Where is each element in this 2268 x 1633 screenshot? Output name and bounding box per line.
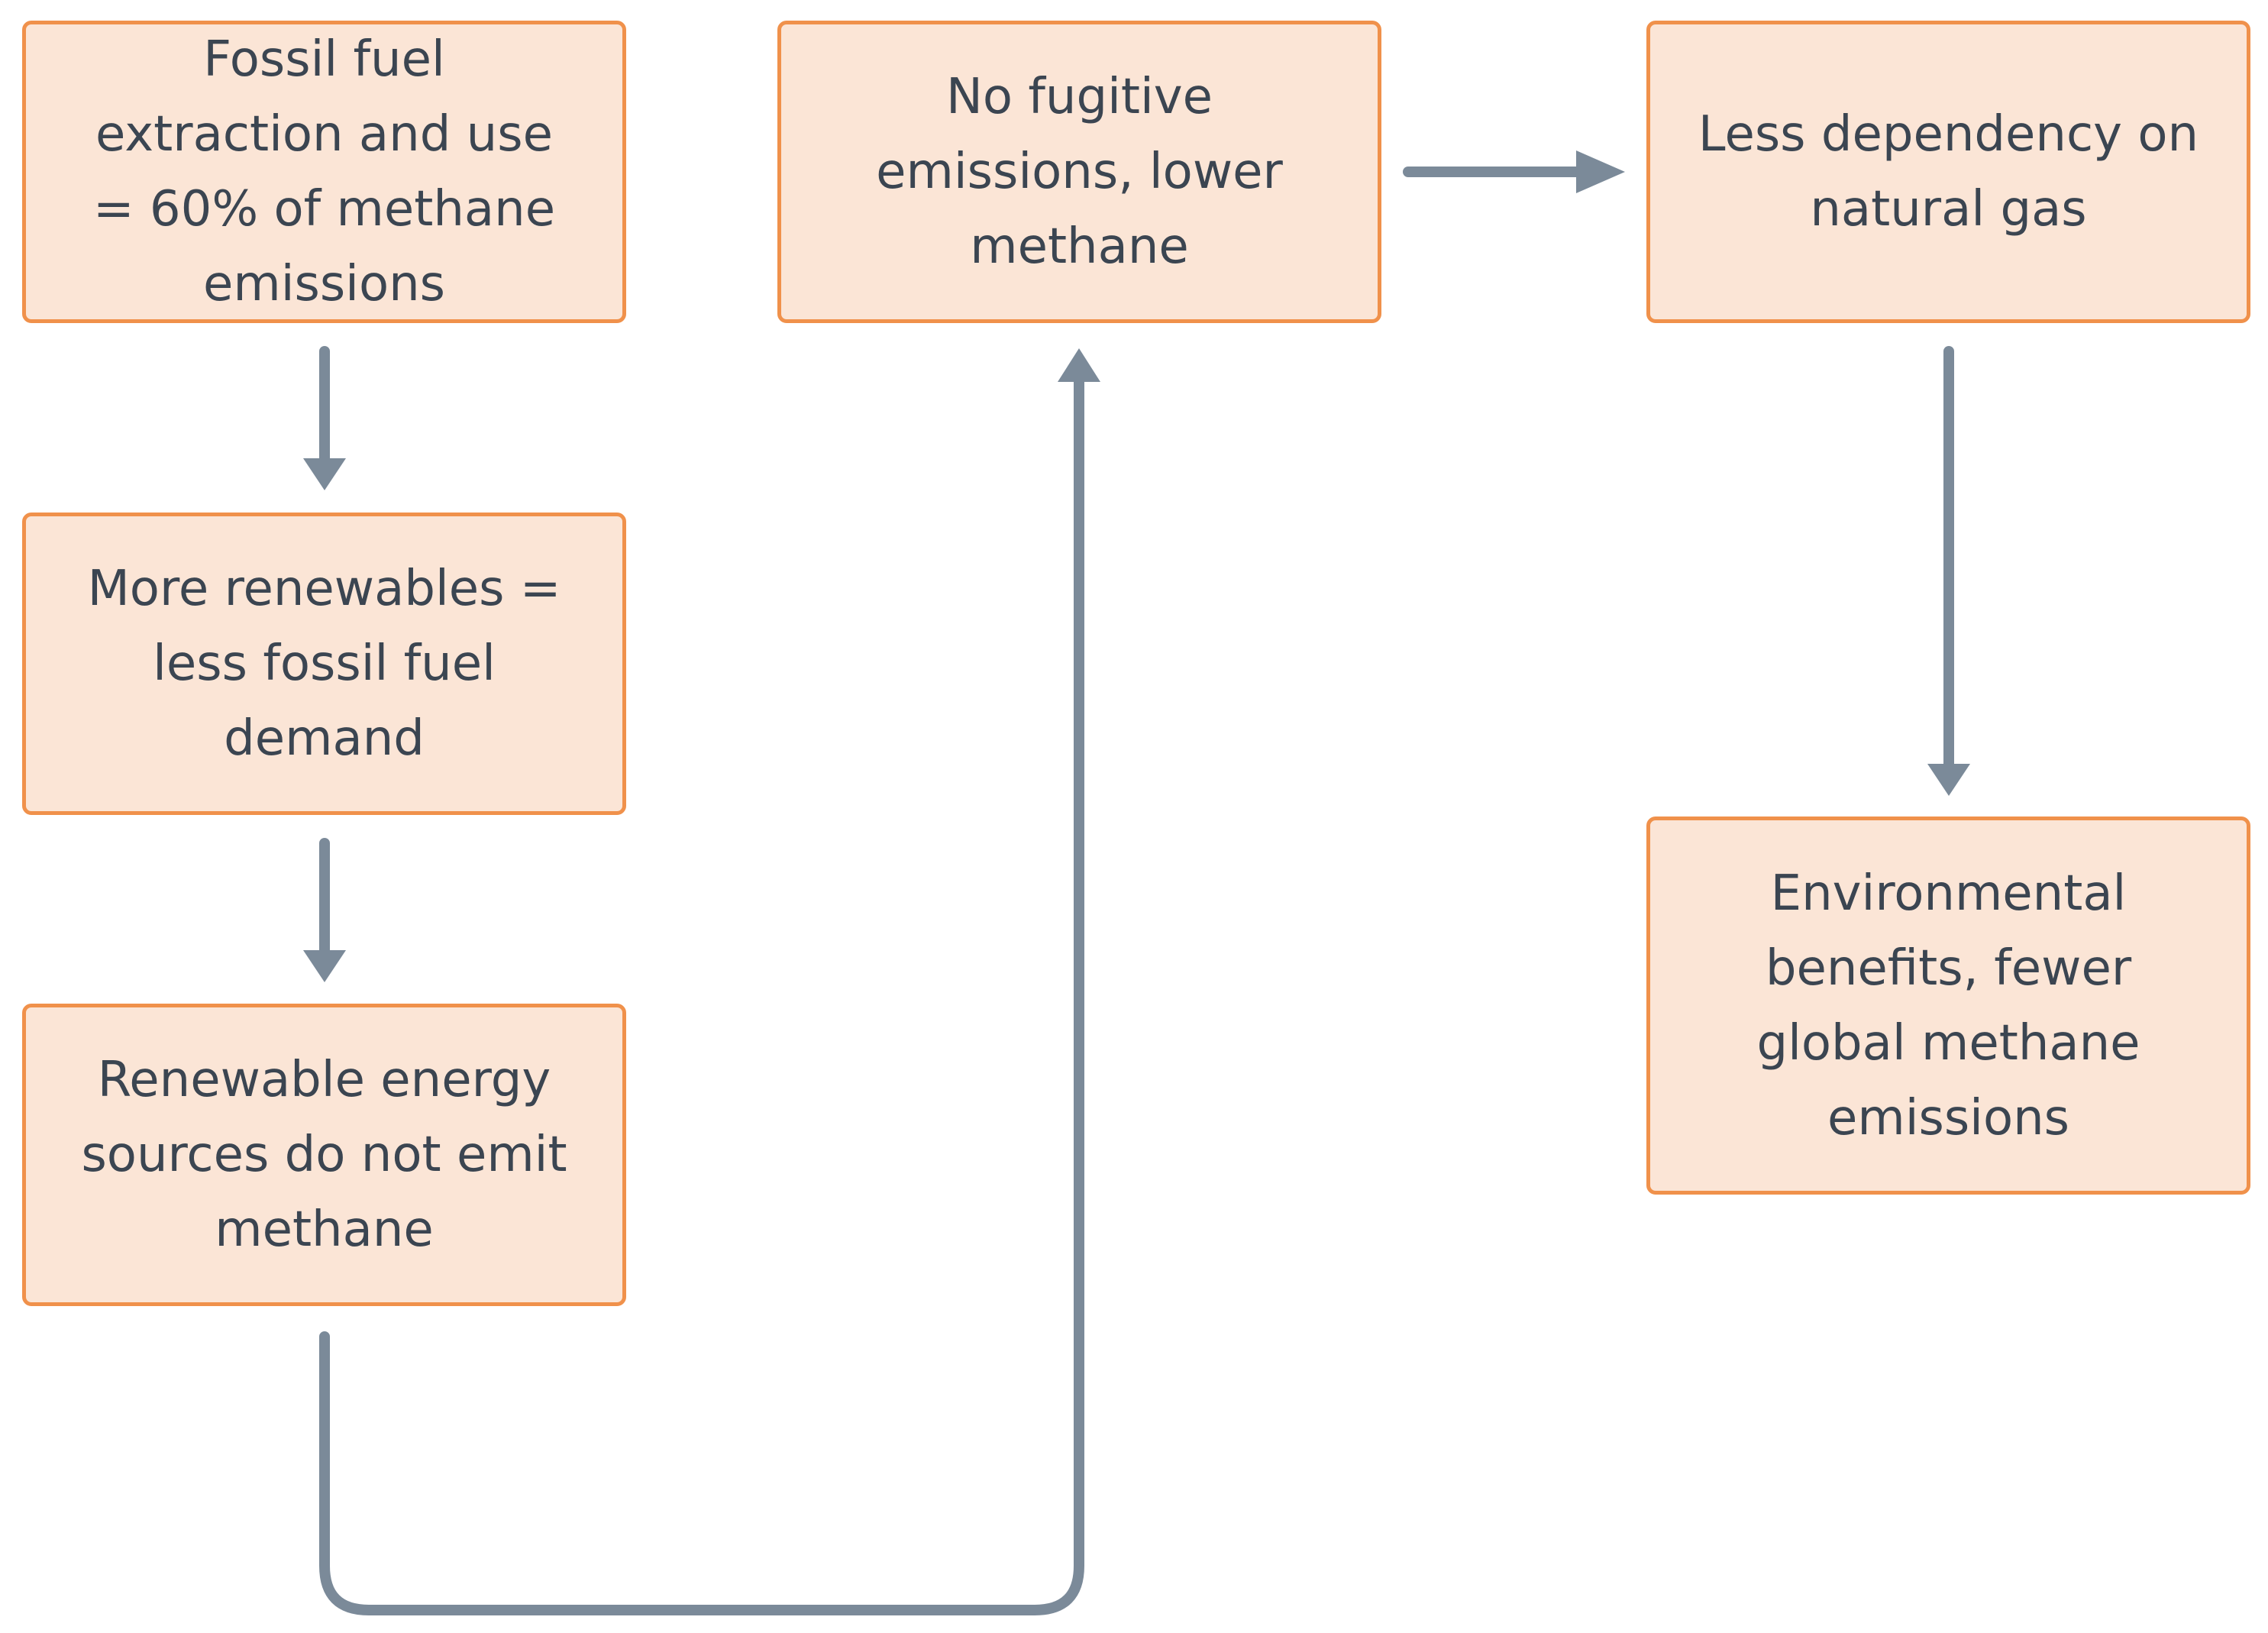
arrow-b3-b4 [319,377,1084,1615]
node-fossil-fuel-extraction: Fossil fuel extraction and use = 60% of … [22,21,626,323]
node-label: Renewable energy sources do not emit met… [81,1052,567,1258]
node-label: Fossil fuel extraction and use = 60% of … [92,31,556,312]
node-label: Environmental benefits, fewer global met… [1756,865,2140,1146]
arrowhead-down-icon [1927,764,1970,796]
node-label: More renewables = less fossil fuel deman… [87,561,561,767]
node-label: Less dependency on natural gas [1698,106,2199,238]
arrowhead-down-icon [303,458,346,490]
node-more-renewables: More renewables = less fossil fuel deman… [22,513,626,815]
arrowhead-down-icon [303,950,346,982]
node-environmental-benefits: Environmental benefits, fewer global met… [1646,816,2250,1195]
node-less-natural-gas: Less dependency on natural gas [1646,21,2250,323]
node-label: No fugitive emissions, lower methane [876,69,1283,275]
arrowhead-up-icon [1058,348,1100,382]
arrowhead-right-icon [1576,150,1625,193]
node-no-fugitive-emissions: No fugitive emissions, lower methane [777,21,1381,323]
node-renewables-no-methane: Renewable energy sources do not emit met… [22,1004,626,1306]
